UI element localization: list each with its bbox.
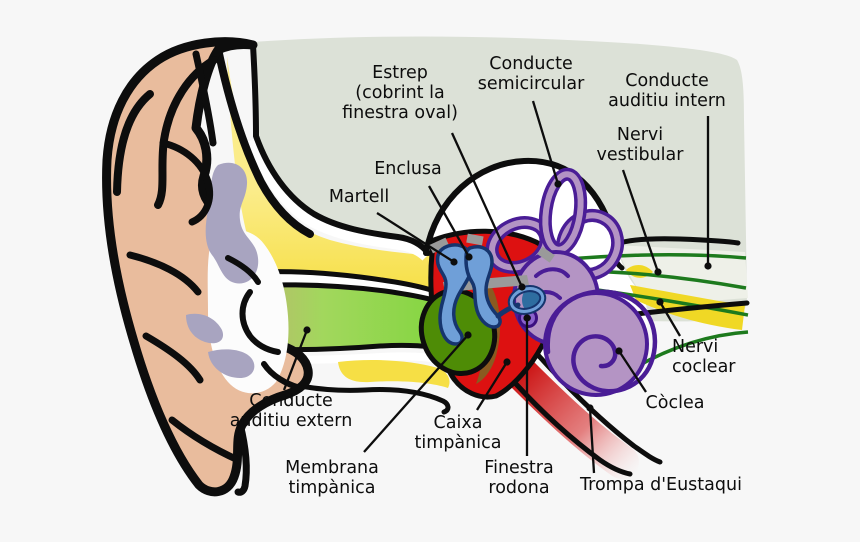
- incus: [464, 245, 502, 329]
- skull-bottom-outline: [250, 42, 431, 256]
- stapes-arm: [495, 302, 521, 319]
- leader-dot-coclea: [615, 347, 623, 355]
- white-gap-under-skull: [247, 138, 430, 261]
- leader-dot-conducte-auditiu-intern: [704, 262, 712, 270]
- bone-yellow-lower: [338, 360, 450, 388]
- leader-dot-enclusa: [465, 253, 473, 261]
- bone-yellow-upper: [227, 56, 440, 292]
- leader-lines-layer: [282, 100, 712, 474]
- leader-line-caixa-timpanica: [476, 361, 508, 411]
- leader-line-membrana-timpanica: [363, 334, 469, 453]
- leader-line-conducte-auditiu-extern: [282, 329, 309, 391]
- eustachian-tube: [503, 355, 639, 479]
- middle-ear-dome-outline: [423, 157, 619, 256]
- leader-dot-estrep: [518, 283, 526, 291]
- leader-dot-conducte-auditiu-extern: [303, 326, 311, 334]
- leader-dot-trompa-eustaqui: [586, 404, 594, 412]
- leader-dot-caixa-timpanica: [503, 358, 511, 366]
- cochlea-spiral: [545, 289, 658, 394]
- leader-line-estrep: [450, 132, 524, 288]
- cartilage-tragus: [186, 313, 224, 344]
- leader-dot-finestra-rodona: [523, 314, 531, 322]
- face-outline-curl: [234, 420, 250, 496]
- leader-line-trompa-eustaqui: [588, 407, 596, 474]
- eustachian-tube-outline-lower: [513, 381, 633, 477]
- leader-line-nervi-vestibular: [621, 169, 660, 273]
- leader-dot-nervi-coclear: [656, 298, 664, 306]
- cartilage-upper: [205, 162, 259, 284]
- leader-dot-martell: [450, 258, 458, 266]
- pinna-fold-lines: [113, 50, 303, 464]
- leader-dot-membrana-timpanica: [464, 331, 472, 339]
- leader-dot-nervi-vestibular: [654, 268, 662, 276]
- pinna-back-outline: [214, 45, 314, 238]
- leader-line-enclusa: [427, 185, 471, 258]
- leader-line-conducte-semicircular: [531, 100, 560, 185]
- cartilage-lower-strip: [208, 349, 255, 378]
- leader-line-coclea: [618, 350, 647, 393]
- leader-dot-conducte-semicircular: [554, 180, 562, 188]
- leader-line-martell: [376, 212, 455, 263]
- vestibule-fold-1: [534, 267, 570, 278]
- leader-line-nervi-coclear: [659, 301, 681, 337]
